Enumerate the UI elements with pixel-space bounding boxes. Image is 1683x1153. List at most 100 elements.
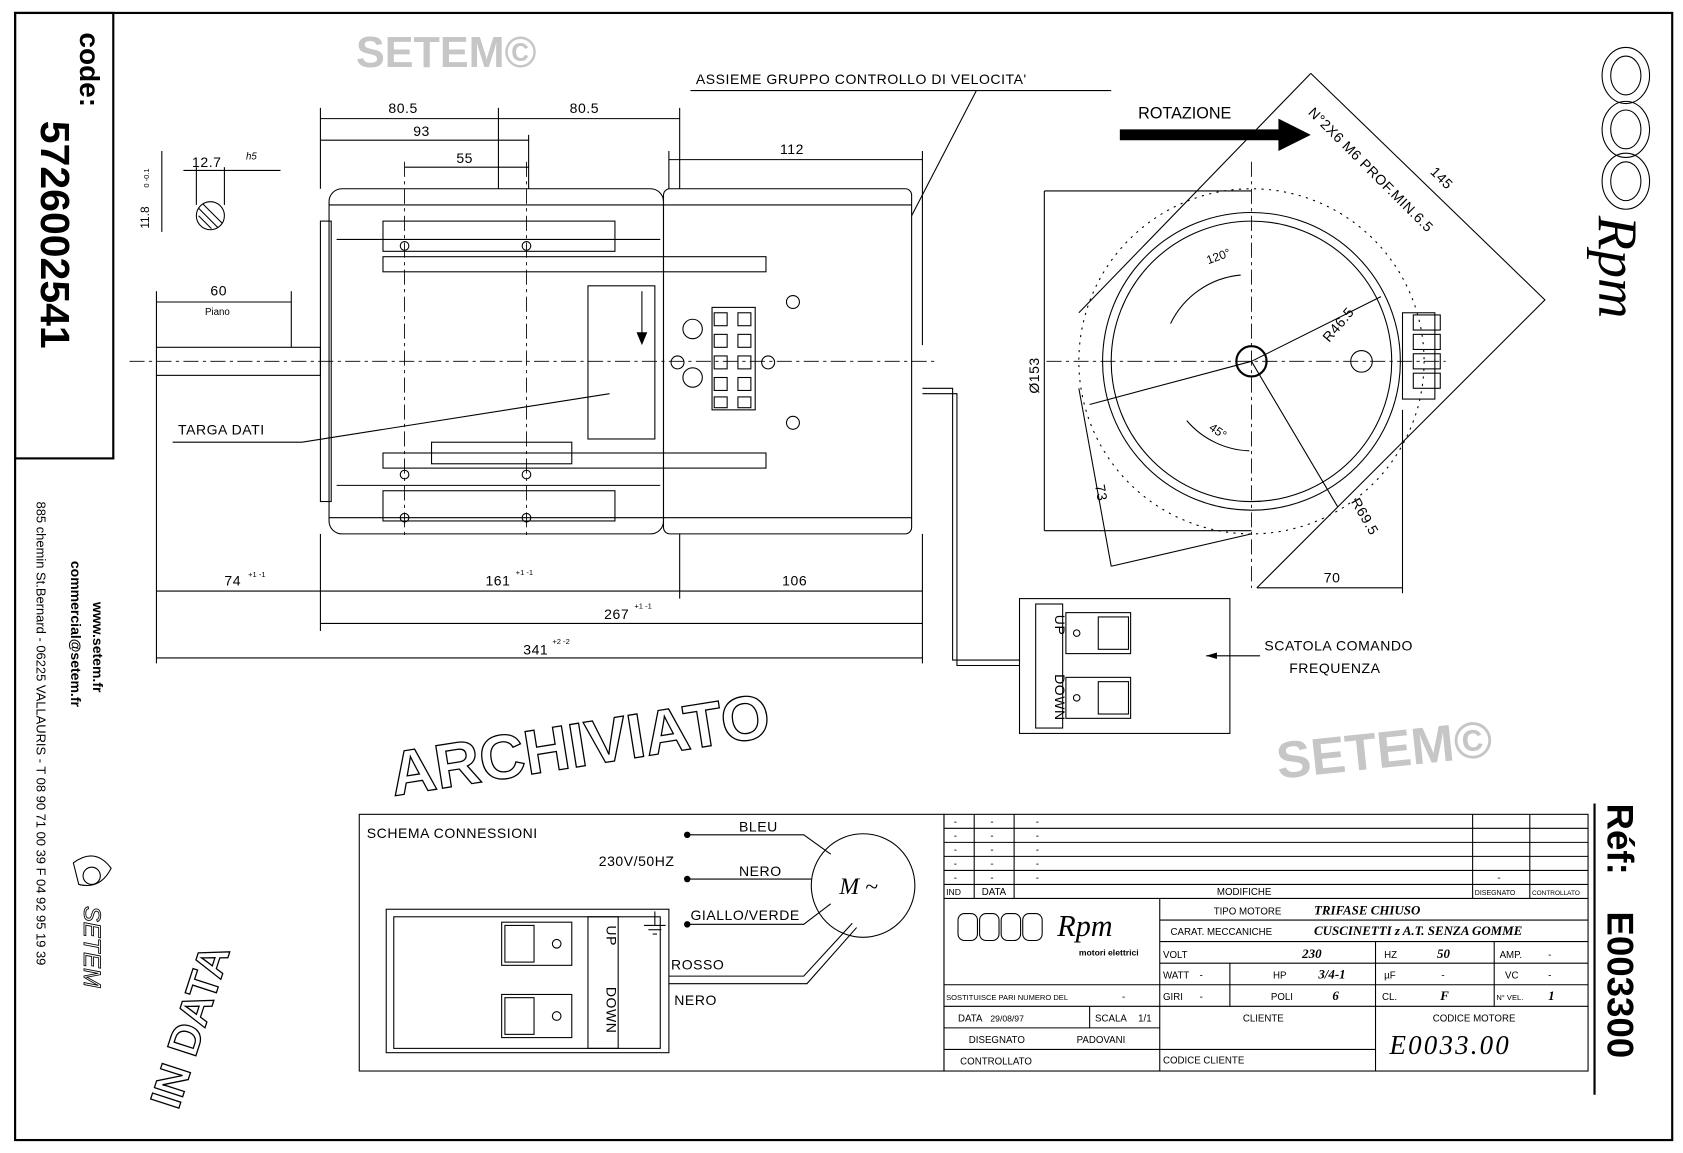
motor-symbol-label: M ~ — [838, 874, 878, 900]
nameplate — [587, 285, 656, 440]
rev-mod: - — [1036, 831, 1039, 842]
reference-label: Réf: — [1599, 804, 1640, 875]
holes-label: N°2X6 M6 PROF.MIN.6.5 — [1305, 104, 1436, 235]
rev-mod: - — [1036, 817, 1039, 828]
hp-label: HP — [1273, 970, 1286, 981]
dim-73: 73 — [1092, 483, 1111, 502]
nvel-value: 1 — [1548, 988, 1554, 1003]
wire-giallo-verde: GIALLO/VERDE — [690, 907, 799, 923]
rev-data: - — [990, 859, 993, 870]
dim-shaft-flat: 11.8 — [138, 206, 152, 229]
schematic-title: SCHEMA CONNESSIONI — [367, 825, 538, 841]
rev-data: - — [990, 817, 993, 828]
dim-r69-5: R69.5 — [1348, 495, 1382, 538]
tipo-motore-label: TIPO MOTORE — [1214, 907, 1282, 918]
wire-nero: NERO — [739, 863, 782, 879]
title-logo-subtitle: motori elettrici — [1079, 948, 1139, 958]
tipo-motore-value: TRIFASE CHIUSO — [1314, 903, 1420, 918]
dim-shaft-flat-tol: 0 -0.1 — [142, 168, 151, 187]
header-modifiche: MODIFICHE — [1217, 887, 1272, 898]
rotation-label: ROTAZIONE — [1138, 105, 1231, 123]
rev-ind: - — [954, 845, 957, 856]
supply-label: 230V/50HZ — [599, 853, 675, 869]
replaces-label: SOSTITUISCE PARI NUMERO DEL — [946, 993, 1068, 1002]
watermark-setem: SETEM© — [1274, 709, 1495, 789]
control-housing — [662, 188, 913, 535]
dim-80-5-left: 80.5 — [388, 100, 417, 116]
giri-value: - — [1200, 992, 1203, 1003]
dim-93: 93 — [413, 123, 430, 139]
code-label: code: — [74, 32, 105, 107]
rpm-logo-text: Rpm — [1586, 215, 1648, 319]
rev-data: - — [990, 845, 993, 856]
watt-label: WATT — [1163, 970, 1189, 981]
tolerance: +1 -1 — [516, 568, 533, 577]
client-label: CLIENTE — [1243, 1013, 1284, 1024]
dim-74: 74 — [224, 573, 241, 589]
rev-ind: - — [954, 873, 957, 884]
date-value: 29/08/97 — [990, 1013, 1024, 1023]
carat-label: CARAT. MECCANICHE — [1171, 927, 1273, 938]
rotation-arrow-icon — [1119, 118, 1311, 152]
motor-code-label: CODICE MOTORE — [1433, 1013, 1516, 1024]
nameplate-label: TARGA DATI — [178, 422, 265, 438]
control-cable — [922, 387, 1020, 667]
dim-80-5-right: 80.5 — [570, 100, 599, 116]
watt-value: - — [1200, 970, 1203, 981]
control-box-label-2: FREQUENZA — [1289, 660, 1380, 676]
shaft-section: 12.7 h5 11.8 0 -0.1 — [138, 151, 281, 232]
scale-label: SCALA — [1095, 1013, 1127, 1024]
rev-mod: - — [1036, 873, 1039, 884]
drawn-value: PADOVANI — [1077, 1035, 1126, 1046]
rev-mod: - — [1036, 859, 1039, 870]
motor-symbol — [810, 833, 916, 938]
dim-70: 70 — [1324, 569, 1341, 585]
cable-wire-rosso: ROSSO — [671, 957, 724, 973]
code-value: 5726002541 — [32, 121, 78, 349]
amp-label: AMP. — [1500, 950, 1522, 961]
cl-value: F — [1439, 988, 1449, 1003]
dim-112: 112 — [780, 141, 804, 157]
company-address: 885 chemin St.Bernard - 06225 VALLAURIS … — [34, 502, 49, 966]
carat-value: CUSCINETTI z A.T. SENZA GOMME — [1314, 923, 1523, 938]
tolerance: +1 -1 — [248, 570, 265, 579]
terminal-block — [670, 306, 776, 411]
dim-shaft-tol: h5 — [246, 152, 257, 163]
down-button[interactable] — [1065, 676, 1132, 719]
scale-value: 1/1 — [1138, 1013, 1151, 1024]
watermark: ARCHIVIATO IN DATA SETEM© SETEM© — [141, 29, 1495, 1115]
company-website: www.setem.fr — [90, 601, 106, 693]
poli-value: 6 — [1332, 988, 1339, 1003]
uf-value: - — [1441, 970, 1444, 981]
header-disegnato: DISEGNATO — [1475, 890, 1516, 897]
dim-145: 145 — [1427, 163, 1456, 192]
schematic-up-label: UP — [603, 925, 619, 946]
dim-161: 161 — [485, 573, 510, 589]
wire-bleu: BLEU — [739, 819, 778, 835]
watermark-in-data: IN DATA — [142, 939, 240, 1114]
up-button[interactable] — [1065, 612, 1132, 655]
client-code-label: CODICE CLIENTE — [1163, 1055, 1245, 1066]
connection-schematic: SCHEMA CONNESSIONI 230V/50HZ BLEU NERO G… — [358, 813, 945, 1072]
rpm-coils-icon — [957, 913, 1043, 942]
revision-rows: --- --- --- --- ---- IND DATA MODIFICHE … — [946, 817, 1580, 898]
reference: Réf: E003300 — [1593, 803, 1640, 1095]
hz-value: 50 — [1437, 946, 1450, 961]
hz-label: HZ — [1384, 950, 1397, 961]
company-email: commercial@setem.fr — [68, 561, 84, 708]
checked-label: CONTROLLATO — [960, 1057, 1032, 1068]
watermark-setem: SETEM© — [356, 29, 537, 77]
motor-front-view: ROTAZIONE N°2X6 M6 PROF.MIN.6.5 145 Ø153… — [1026, 72, 1546, 594]
setem-logo-text: SETEM — [78, 906, 104, 988]
rev-dis: - — [1497, 873, 1500, 884]
rpm-title-logo: Rpm motori elettrici — [957, 909, 1139, 958]
ground-icon — [644, 911, 666, 935]
rev-ind: - — [954, 859, 957, 870]
tolerance: +1 -1 — [634, 601, 651, 610]
vc-label: VC — [1505, 970, 1518, 981]
rev-data: - — [990, 873, 993, 884]
volt-value: 230 — [1301, 946, 1322, 961]
rev-ind: - — [954, 817, 957, 828]
cable-wire-nero: NERO — [674, 992, 717, 1008]
